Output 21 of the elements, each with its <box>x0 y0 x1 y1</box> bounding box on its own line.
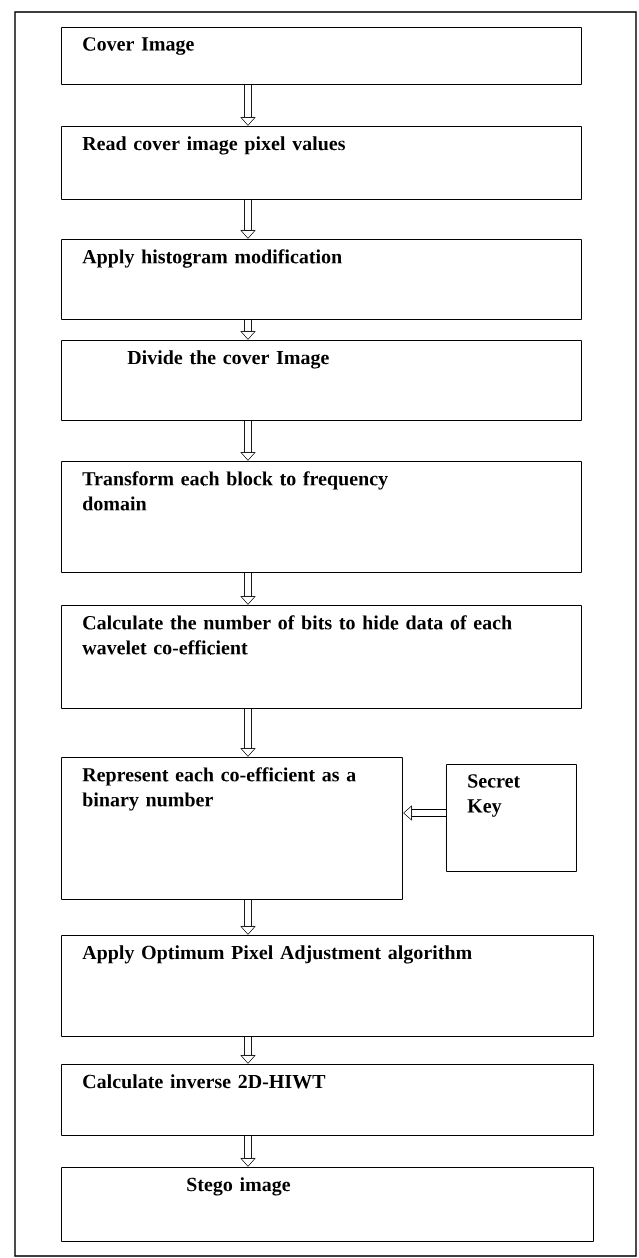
hollow-arrow <box>240 85 256 126</box>
process-box: Represent each co-efficient as a binary number <box>61 757 403 900</box>
process-box: Apply histogram modification <box>61 239 582 320</box>
process-box: Secret Key <box>446 764 577 872</box>
process-box: Calculate the number of bits to hide data of each wavelet co-efficient <box>61 605 582 709</box>
hollow-arrow <box>240 709 256 757</box>
process-box: Cover Image <box>61 27 582 85</box>
hollow-arrow <box>240 1037 256 1064</box>
process-box: Divide the cover Image <box>61 340 582 421</box>
process-box: Calculate inverse 2D-HIWT <box>61 1064 594 1136</box>
hollow-arrow <box>240 900 256 935</box>
hollow-arrow <box>240 1136 256 1167</box>
process-box: Stego image <box>61 1167 594 1242</box>
hollow-arrow <box>240 573 256 605</box>
hollow-arrow <box>240 421 256 461</box>
process-box: Read cover image pixel values <box>61 126 582 200</box>
hollow-arrow <box>240 320 256 340</box>
process-box: Apply Optimum Pixel Adjustment algorithm <box>61 935 594 1037</box>
process-box: Transform each block to frequency domain <box>61 461 582 573</box>
hollow-arrow <box>240 200 256 239</box>
hollow-arrow <box>403 805 446 821</box>
